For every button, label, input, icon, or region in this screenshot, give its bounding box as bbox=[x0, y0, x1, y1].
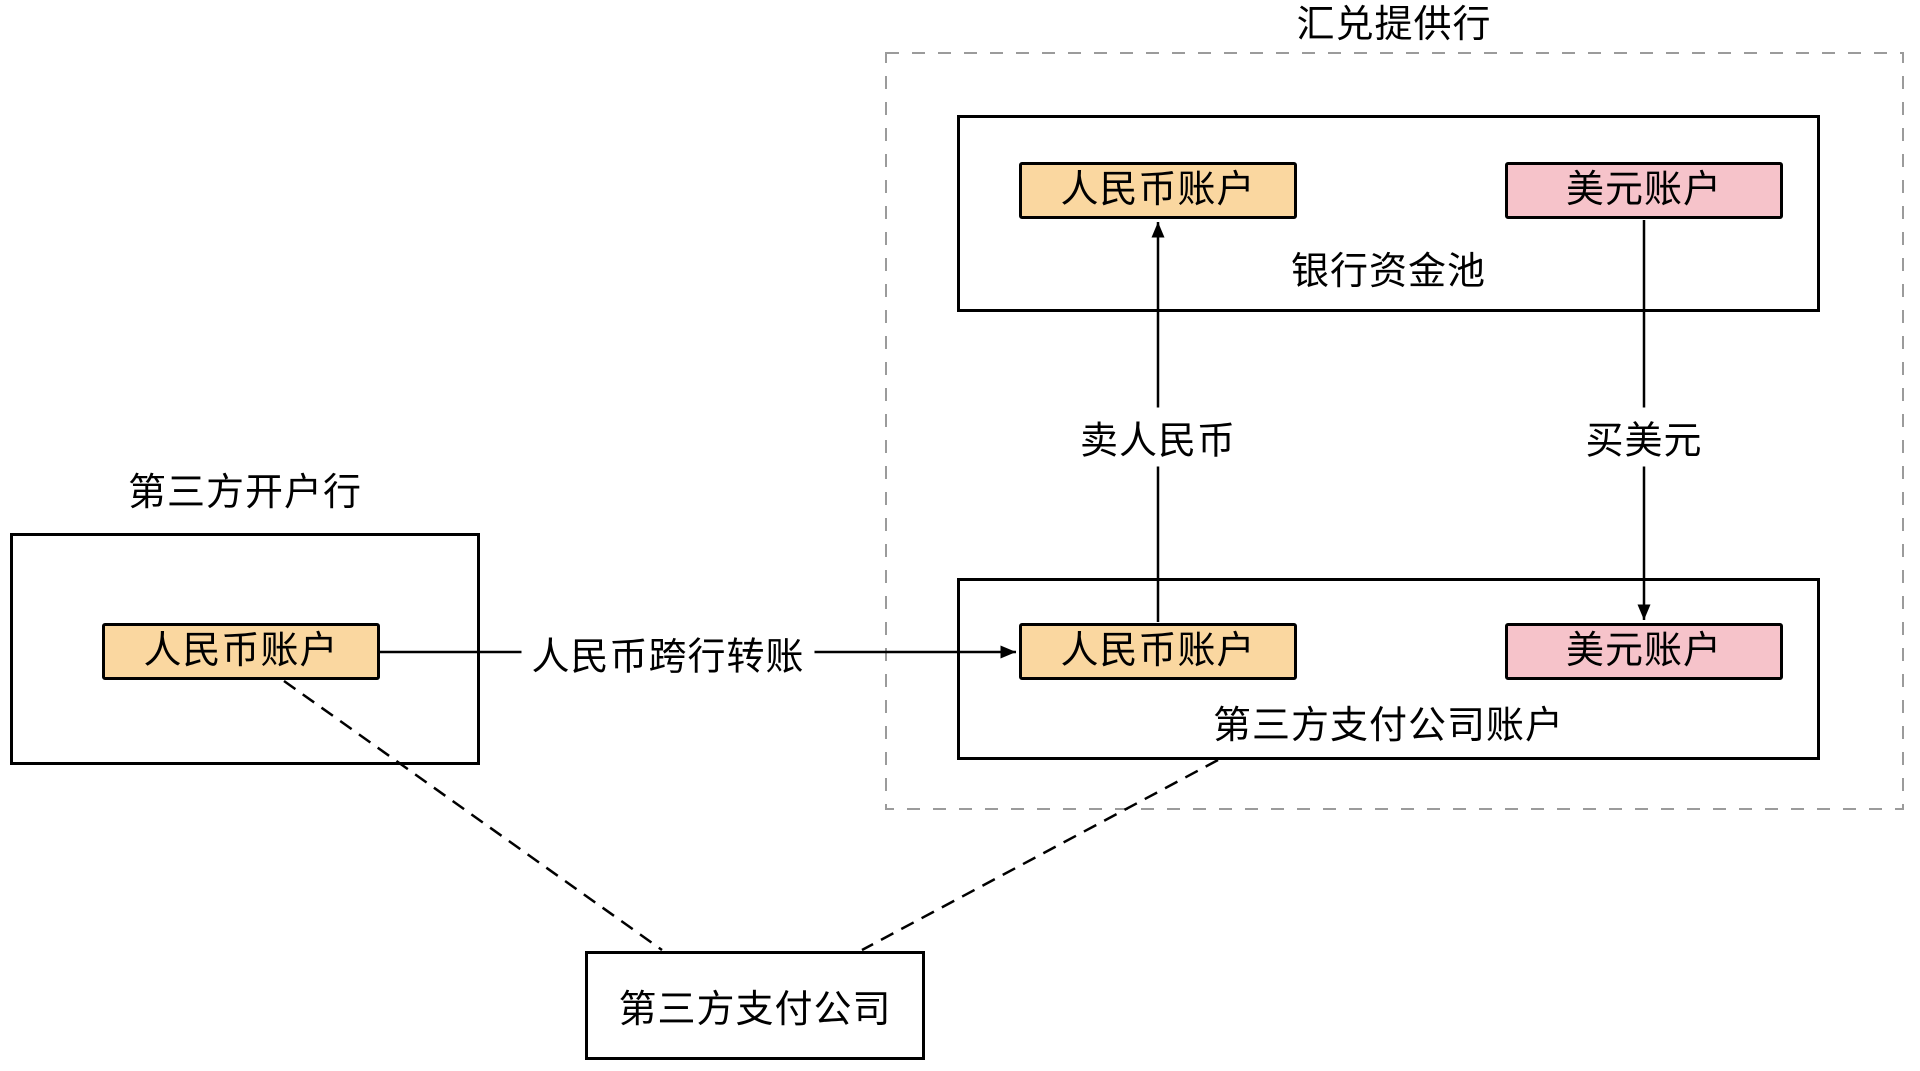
third-party-bank-title: 第三方开户行 bbox=[127, 472, 362, 514]
bank-fund-pool-box: 银行资金池 bbox=[957, 115, 1820, 312]
payment-account-usd-account: 美元账户 bbox=[1505, 623, 1783, 680]
bank-fund-pool-label: 银行资金池 bbox=[1290, 251, 1486, 293]
fund-pool-usd-account: 美元账户 bbox=[1505, 162, 1783, 219]
interbank-transfer-label: 人民币跨行转账 bbox=[521, 623, 815, 683]
sell-rmb-label: 卖人民币 bbox=[1069, 407, 1247, 467]
ownership-link-payment-account bbox=[861, 758, 1219, 952]
ownership-link-left-bank bbox=[283, 679, 663, 952]
payment-company-box: 第三方支付公司 bbox=[585, 951, 925, 1060]
buy-usd-label: 买美元 bbox=[1575, 407, 1713, 467]
fund-pool-rmb-account: 人民币账户 bbox=[1019, 162, 1297, 219]
payment-company-account-box: 第三方支付公司账户 bbox=[957, 578, 1820, 760]
payment-account-rmb-account: 人民币账户 bbox=[1019, 623, 1297, 680]
fx-bank-title: 汇兑提供行 bbox=[1296, 4, 1492, 46]
third-party-bank-box bbox=[10, 533, 480, 765]
payment-company-account-label: 第三方支付公司账户 bbox=[1212, 705, 1564, 747]
third-party-bank-rmb-account: 人民币账户 bbox=[102, 623, 380, 680]
